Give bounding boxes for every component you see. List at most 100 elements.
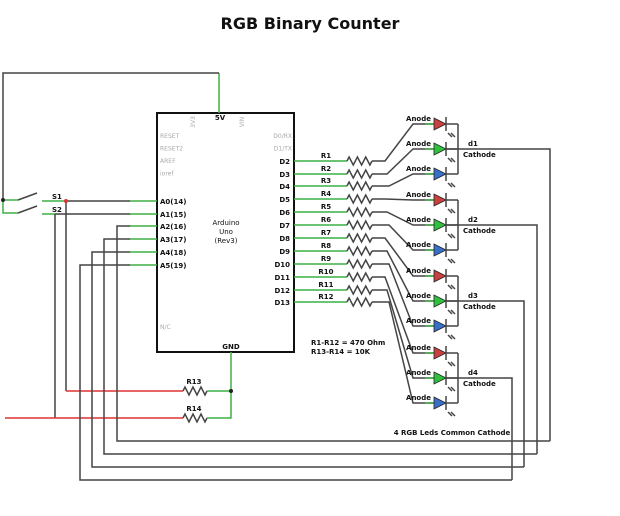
led-green-icon (433, 371, 447, 385)
wire-anode-4 (372, 211, 434, 226)
light-arrow-icon (447, 284, 453, 290)
light-arrow-icon (450, 208, 456, 214)
label-d3: d3 (468, 292, 478, 300)
junction-dot (229, 389, 233, 393)
resistor-r13 (182, 385, 208, 397)
light-arrow-icon (447, 361, 453, 367)
label-d1: d1 (468, 140, 478, 148)
resistor-r4 (346, 193, 373, 205)
light-arrow-icon (450, 309, 456, 315)
light-arrow-icon (447, 182, 453, 188)
wire-anode-9 (372, 276, 434, 354)
resistor-r2 (346, 168, 373, 180)
resistor-r11 (346, 284, 373, 296)
led-red-icon (433, 117, 447, 131)
label-r11: R11 (318, 281, 333, 289)
switch-s1 (17, 192, 38, 201)
light-arrow-icon (450, 182, 456, 188)
light-arrow-icon (450, 334, 456, 340)
led-blue-icon (433, 396, 447, 410)
resistor-note-1: R1-R12 = 470 Ohm (311, 339, 385, 347)
label-s2: S2 (52, 206, 62, 214)
label-cathode: Cathode (463, 151, 496, 159)
wire-anode-3 (372, 198, 434, 201)
wire-cathode-d3 (458, 300, 525, 467)
junction-dot (1, 198, 5, 202)
wire-r14-gnd (207, 391, 232, 419)
resistor-r9 (346, 258, 373, 270)
label-cathode: Cathode (463, 380, 496, 388)
light-arrow-icon (450, 386, 456, 392)
resistor-note-2: R13-R14 = 10K (311, 348, 371, 356)
wire-5v-to-switches (2, 72, 219, 200)
wire-anode-1 (372, 148, 434, 175)
pin-d11: D11 (274, 274, 290, 282)
pin-d3: D3 (279, 171, 290, 179)
junction-dot (64, 199, 68, 203)
pin-reset: RESET (160, 133, 180, 140)
pin-reset2: RESET2 (160, 146, 183, 153)
wire-cathode-return-1 (103, 238, 537, 455)
light-arrow-icon (447, 386, 453, 392)
wire-anode-11 (372, 301, 434, 404)
pin-gnd: GND (222, 343, 240, 351)
wire-cathode-return-0 (116, 225, 550, 442)
light-arrow-icon (450, 284, 456, 290)
resistor-r12 (346, 296, 373, 308)
label-r9: R9 (321, 255, 331, 263)
light-arrow-icon (450, 258, 456, 264)
label-r14: R14 (186, 405, 201, 413)
pin-a4: A4(18) (160, 249, 186, 257)
diagram-title: RGB Binary Counter (220, 14, 400, 33)
wire-cathode-d2 (458, 224, 538, 454)
wire-cathode-d1 (458, 148, 551, 441)
pin-d6: D6 (279, 209, 290, 217)
pin-3v3: 3V3 (190, 116, 197, 128)
pin-d12: D12 (274, 287, 290, 295)
label-r13: R13 (186, 378, 201, 386)
led-red-icon (433, 346, 447, 360)
wire-anode-7 (372, 250, 434, 302)
wire-anode-8 (372, 263, 434, 327)
label-r10: R10 (318, 268, 333, 276)
resistor-r14 (182, 412, 208, 424)
led-red-icon (433, 193, 447, 207)
wire-cathode-return-3 (79, 264, 512, 481)
arduino-board (156, 112, 295, 353)
light-arrow-icon (447, 233, 453, 239)
pin-aref: AREF (160, 158, 176, 165)
label-anode: Anode (406, 369, 431, 377)
resistor-r5 (346, 206, 373, 218)
pin-ioref: ioref (160, 171, 174, 178)
light-arrow-icon (450, 411, 456, 417)
led-blue-icon (433, 243, 447, 257)
board-revision: (Rev3) (215, 237, 238, 245)
label-r2: R2 (321, 165, 331, 173)
label-r7: R7 (321, 229, 331, 237)
label-anode: Anode (406, 216, 431, 224)
led-red-icon (433, 269, 447, 283)
pin-a2: A2(16) (160, 223, 186, 231)
pin-d8: D8 (279, 235, 290, 243)
resistor-r1 (346, 155, 373, 167)
wire-anode-2 (372, 173, 434, 187)
pin-a0: A0(14) (160, 198, 186, 206)
pin-vin: VIN (239, 117, 246, 127)
pin-d0-rx: D0/RX (273, 133, 292, 140)
led-blue-icon (433, 319, 447, 333)
resistor-r3 (346, 180, 373, 192)
pin-a5: A5(19) (160, 262, 186, 270)
label-s1: S1 (52, 193, 62, 201)
label-cathode: Cathode (463, 303, 496, 311)
light-arrow-icon (447, 309, 453, 315)
label-d2: d2 (468, 216, 478, 224)
pin-d5: D5 (279, 196, 290, 204)
light-arrow-icon (447, 334, 453, 340)
pin-d1-tx: D1/TX (274, 146, 292, 153)
label-anode: Anode (406, 115, 431, 123)
label-cathode: Cathode (463, 227, 496, 235)
light-arrow-icon (450, 233, 456, 239)
wire-sw-common2 (2, 200, 18, 214)
light-arrow-icon (447, 132, 453, 138)
